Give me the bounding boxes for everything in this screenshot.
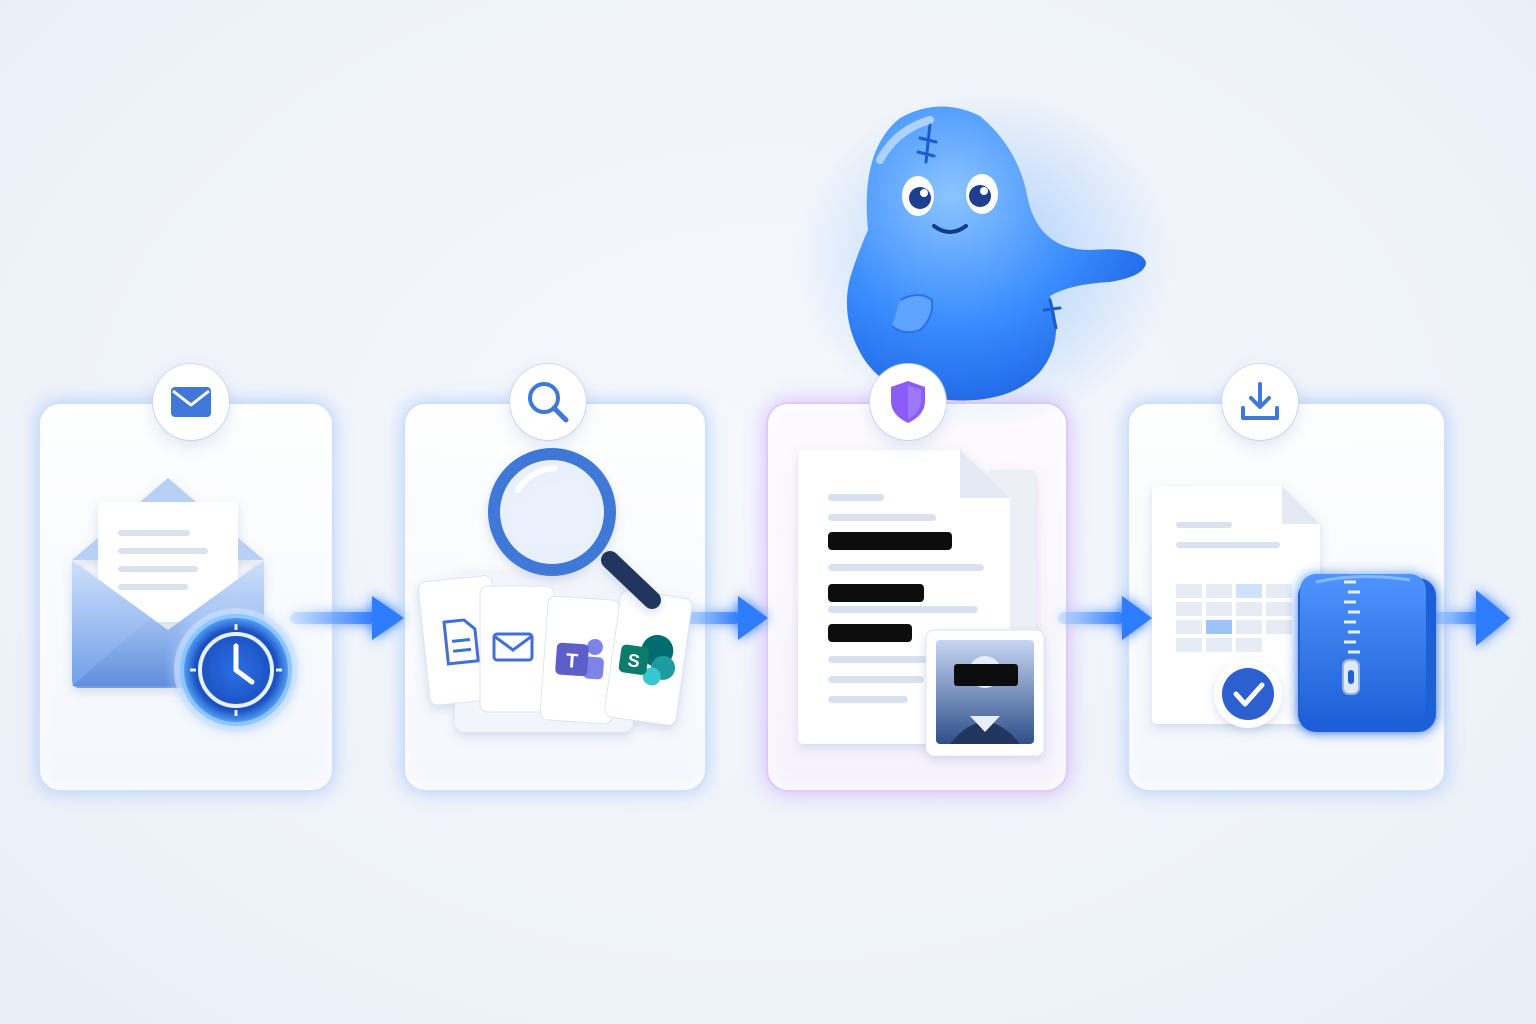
- mail-icon: [479, 585, 555, 713]
- arrow-search-to-redact: [680, 596, 768, 640]
- clock-icon: [174, 608, 298, 732]
- download-icon: [1241, 382, 1279, 420]
- spreadsheet-document-icon: [1152, 486, 1320, 724]
- mascot-eyes: [902, 174, 998, 216]
- shield-icon: [891, 381, 925, 423]
- redacted-photo-icon: [925, 629, 1045, 757]
- svg-text:S: S: [626, 650, 641, 671]
- mascot: [795, 90, 1175, 430]
- magnifying-glass-icon: [488, 448, 661, 609]
- badge-search: [510, 364, 586, 440]
- svg-text:T: T: [565, 650, 579, 673]
- sharepoint-icon: S: [604, 589, 693, 726]
- app-cards: T S: [418, 572, 693, 732]
- check-icon: [1214, 660, 1282, 728]
- search-icon: [528, 382, 569, 423]
- arrow-collect-to-search: [290, 596, 404, 640]
- zip-archive-icon: [1298, 574, 1436, 732]
- badge-shield: [870, 364, 946, 440]
- badge-download: [1222, 364, 1298, 440]
- envelope-icon: [171, 387, 211, 417]
- badge-envelope: [153, 364, 229, 440]
- arrow-redact-to-export: [1058, 596, 1152, 640]
- teams-icon: T: [539, 595, 621, 725]
- arrow-export-out: [1432, 590, 1510, 646]
